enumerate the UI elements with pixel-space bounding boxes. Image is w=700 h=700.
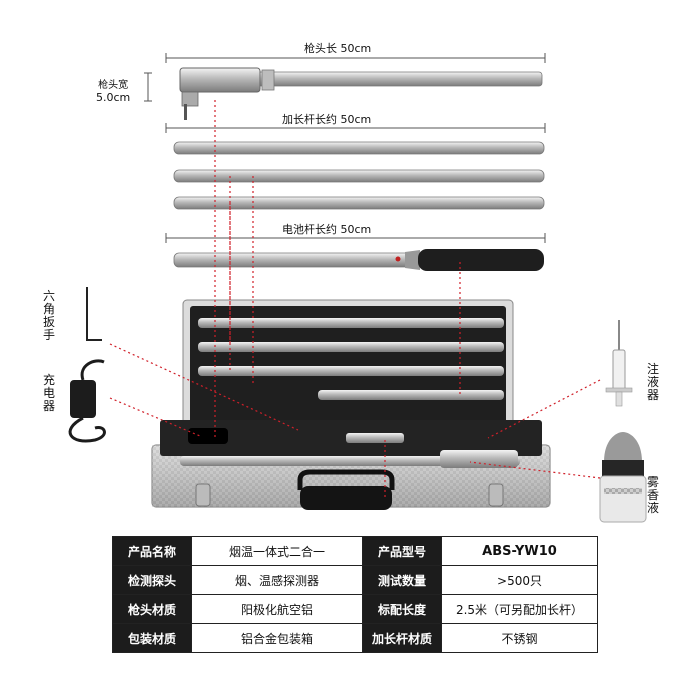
hex-wrench-label: 六角扳手 bbox=[42, 289, 55, 342]
spec-value: ABS-YW10 bbox=[441, 536, 598, 566]
charger-label: 充电器 bbox=[42, 373, 55, 413]
dimension-lines bbox=[144, 53, 546, 243]
gun-head bbox=[179, 67, 543, 120]
spec-key: 产品型号 bbox=[362, 536, 442, 566]
hex-wrench bbox=[86, 287, 102, 341]
spec-key: 加长杆材质 bbox=[362, 623, 442, 653]
spec-key: 测试数量 bbox=[362, 565, 442, 595]
head-width-line2: 5.0cm bbox=[96, 91, 131, 104]
head-length-label: 枪头长 50cm bbox=[304, 42, 372, 55]
syringe-label: 注液器 bbox=[646, 362, 659, 402]
extension-rods bbox=[173, 141, 545, 210]
spec-key: 枪头材质 bbox=[112, 594, 192, 624]
spec-value: 不锈钢 bbox=[441, 623, 598, 653]
spec-key: 产品名称 bbox=[112, 536, 192, 566]
spec-key: 包装材质 bbox=[112, 623, 192, 653]
battery-rod bbox=[173, 249, 544, 271]
syringe bbox=[605, 320, 633, 407]
table-row: 产品名称 烟温一体式二合一 产品型号 ABS-YW10 bbox=[112, 536, 598, 566]
spec-value: 2.5米（可另配加长杆） bbox=[441, 594, 598, 624]
spec-key: 检测探头 bbox=[112, 565, 192, 595]
charger bbox=[68, 359, 106, 443]
aerosol-label: 雾香液 bbox=[646, 475, 659, 515]
leader-lines bbox=[109, 100, 601, 498]
spec-value: 阳极化航空铝 bbox=[191, 594, 363, 624]
aluminum-case bbox=[151, 299, 551, 510]
spec-value: >500只 bbox=[441, 565, 598, 595]
battery-rod-label: 电池杆长约 50cm bbox=[282, 223, 372, 236]
table-row: 枪头材质 阳极化航空铝 标配长度 2.5米（可另配加长杆） bbox=[112, 594, 598, 624]
spec-value: 铝合金包装箱 bbox=[191, 623, 363, 653]
aerosol-bottle bbox=[599, 432, 647, 523]
extension-rod-label: 加长杆长约 50cm bbox=[282, 113, 372, 126]
head-width-label: 枪头宽 5.0cm bbox=[96, 76, 130, 104]
head-width-line1: 枪头宽 bbox=[98, 80, 129, 91]
table-row: 包装材质 铝合金包装箱 加长杆材质 不锈钢 bbox=[112, 623, 598, 653]
table-row: 检测探头 烟、温感探测器 测试数量 >500只 bbox=[112, 565, 598, 595]
spec-value: 烟温一体式二合一 bbox=[191, 536, 363, 566]
spec-key: 标配长度 bbox=[362, 594, 442, 624]
spec-table: 产品名称 烟温一体式二合一 产品型号 ABS-YW10 检测探头 烟、温感探测器… bbox=[112, 536, 598, 653]
spec-value: 烟、温感探测器 bbox=[191, 565, 363, 595]
